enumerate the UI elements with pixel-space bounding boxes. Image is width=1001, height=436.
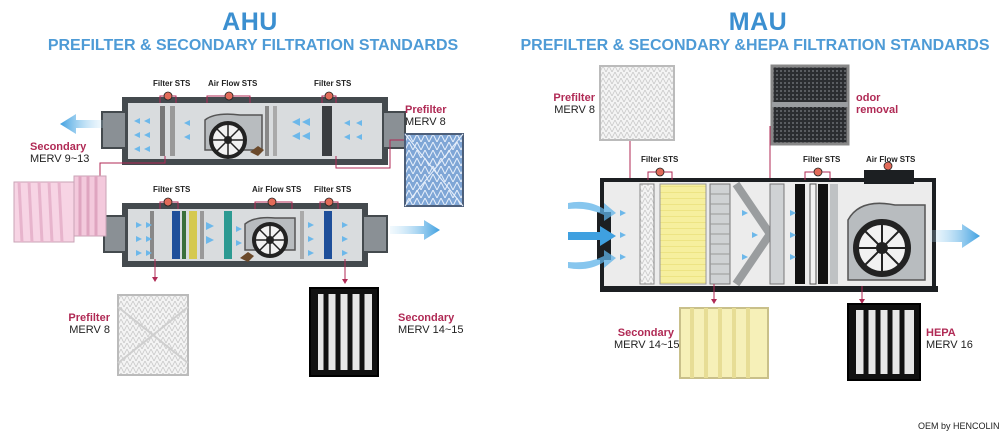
mau-prefilter-callout: Prefilter MERV 8	[545, 92, 595, 116]
ahu-secondary-bottom-rating: MERV 14~15	[398, 324, 464, 336]
mau-prefilter-name: Prefilter	[553, 92, 595, 104]
mau-hepa-callout: HEPA MERV 16	[926, 327, 973, 351]
ahu-prefilter-top-rating: MERV 8	[405, 116, 446, 128]
ahu-unit2-sensor-filter-1: Filter STS	[153, 185, 191, 194]
mau-prefilter-rating: MERV 8	[554, 104, 595, 116]
ahu-prefilter-bottom-rating: MERV 8	[69, 324, 110, 336]
ahu-secondary-left-rating: MERV 9~13	[30, 153, 90, 165]
mau-subtitle: PREFILTER & SECONDARY &HEPA FILTRATION S…	[520, 37, 990, 54]
ahu-secondary-bottom-name: Secondary	[398, 312, 455, 324]
ahu-unit1-sensor-filter-2: Filter STS	[314, 79, 352, 88]
mau-hepa-name: HEPA	[926, 327, 956, 339]
ahu-secondary-bottom-callout: Secondary MERV 14~15	[398, 312, 464, 336]
oem-credit: OEM by HENCOLIN	[918, 421, 1000, 431]
ahu-title: AHU	[222, 8, 278, 36]
mau-filter-images	[599, 64, 921, 381]
ahu-unit1-sensor-filter-1: Filter STS	[153, 79, 191, 88]
mau-title: MAU	[728, 8, 788, 36]
mau-sensor-filter-1: Filter STS	[641, 155, 679, 164]
ahu-unit2-sensor-filter-2: Filter STS	[314, 185, 352, 194]
ahu-prefilter-top-callout: Prefilter MERV 8	[405, 104, 447, 128]
ahu-subtitle: PREFILTER & SECONDARY FILTRATION STANDAR…	[47, 37, 459, 54]
mau-sensor-filter-2: Filter STS	[803, 155, 841, 164]
mau-odor-callout: odor removal	[856, 92, 898, 116]
mau-secondary-rating: MERV 14~15	[614, 339, 680, 351]
ahu-secondary-left-callout: Secondary MERV 9~13	[30, 141, 90, 165]
ahu-filter-images	[13, 133, 464, 377]
ahu-unit1-sensor-airflow: Air Flow STS	[208, 79, 258, 88]
mau-odor-line1: odor	[856, 92, 881, 104]
mau-odor-line2: removal	[856, 104, 899, 116]
ahu-secondary-left-name: Secondary	[30, 141, 87, 153]
mau-unit	[568, 110, 980, 304]
ahu-unit-2	[103, 197, 440, 284]
ahu-prefilter-bottom-name: Prefilter	[68, 312, 110, 324]
mau-secondary-name: Secondary	[617, 327, 674, 339]
ahu-prefilter-bottom-callout: Prefilter MERV 8	[68, 312, 110, 336]
ahu-unit-1	[60, 91, 406, 183]
ahu-prefilter-top-name: Prefilter	[405, 104, 447, 116]
mau-sensor-airflow: Air Flow STS	[866, 155, 916, 164]
ahu-unit2-sensor-airflow: Air Flow STS	[252, 185, 302, 194]
mau-hepa-rating: MERV 16	[926, 339, 973, 351]
mau-secondary-callout: Secondary MERV 14~15	[614, 327, 680, 351]
